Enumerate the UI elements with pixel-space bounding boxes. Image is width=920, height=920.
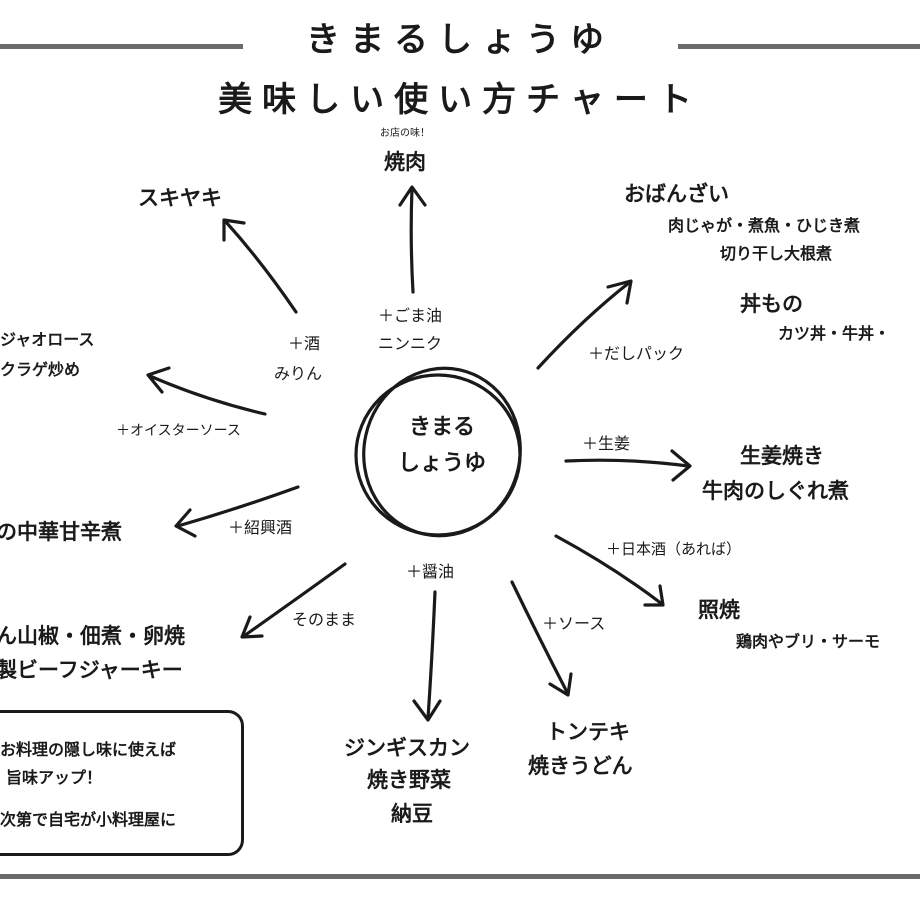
obanzai-sub1a: 肉じゃが・煮魚・ひじき煮 [668, 216, 861, 235]
tip-note-line2: 旨味アップ！ [6, 768, 103, 787]
sukiyaki-add1: ＋酒 [288, 334, 321, 353]
arrow-jingisukan [426, 590, 437, 720]
arrow-tonteki [510, 580, 570, 696]
obanzai-add: ＋だしパック [588, 344, 685, 363]
chuka-add: ＋紹興酒 [228, 518, 293, 537]
jingisukan-line3: 納豆 [391, 802, 433, 826]
tip-note-line3: 次第で自宅が小料理屋に [0, 810, 177, 829]
shogayaki-add: ＋生姜 [582, 434, 631, 453]
teriyaki-add: ＋日本酒（あれば） [606, 540, 742, 558]
center-label: きまる しょうゆ [372, 410, 512, 482]
yakiniku-note: お店の味！ [380, 128, 430, 139]
tip-note-box [0, 710, 244, 856]
arrow-chinjao [148, 374, 267, 416]
tonteki-add: ＋ソース [542, 614, 606, 633]
tonteki-line1: トンテキ [546, 720, 630, 744]
jingisukan-line1: ジンギスカン [344, 736, 470, 760]
arrow-sukiyaki [224, 220, 298, 314]
yakiniku-add2: ニンニク [378, 334, 443, 353]
yakiniku-add1: ＋ごま油 [378, 306, 443, 325]
chuka-dish: の中華甘辛煮 [0, 520, 122, 544]
jingisukan-add: ＋醤油 [406, 562, 455, 581]
jingisukan-line2: 焼き野菜 [367, 768, 451, 792]
tonteki-line2: 焼きうどん [528, 754, 633, 778]
sonomama-add: そのまま [292, 610, 357, 629]
obanzai-dish1: おばんざい [624, 182, 729, 206]
title-rule-left [0, 44, 243, 49]
arrow-yakiniku [409, 186, 415, 294]
teriyaki-dish: 照焼 [698, 598, 740, 622]
tip-note-line1: お料理の隠し味に使えば [0, 740, 177, 759]
title-line2: 美味しい使い方チャート [218, 80, 702, 120]
arrow-shogayaki [564, 458, 690, 468]
shogayaki-line2: 牛肉のしぐれ煮 [702, 479, 849, 503]
chinjao-line1: ジャオロース [0, 330, 95, 349]
center-line1: きまる [408, 415, 475, 440]
obanzai-sub1b: 切り干し大根煮 [720, 244, 833, 263]
sonomama-line2: 製ビーフジャーキー [0, 658, 183, 682]
obanzai-sub2: カツ丼・牛丼・ [778, 324, 891, 343]
obanzai-dish2: 丼もの [740, 292, 803, 316]
chinjao-add: ＋オイスターソース [116, 423, 241, 439]
yakiniku-dish: 焼肉 [384, 150, 426, 174]
sonomama-line1: ん山椒・佃煮・卵焼 [0, 624, 185, 648]
title-rule-right [678, 44, 920, 49]
sukiyaki-add2: みりん [274, 364, 323, 383]
sukiyaki-dish: スキヤキ [138, 186, 222, 210]
title-line1: きまるしょうゆ [306, 20, 614, 60]
shogayaki-line1: 生姜焼き [740, 444, 824, 468]
bottom-rule [0, 874, 920, 879]
center-line2: しょうゆ [397, 451, 486, 476]
chinjao-line2: クラゲ炒め [0, 360, 81, 379]
teriyaki-sub: 鶏肉やブリ・サーモ [736, 632, 881, 651]
